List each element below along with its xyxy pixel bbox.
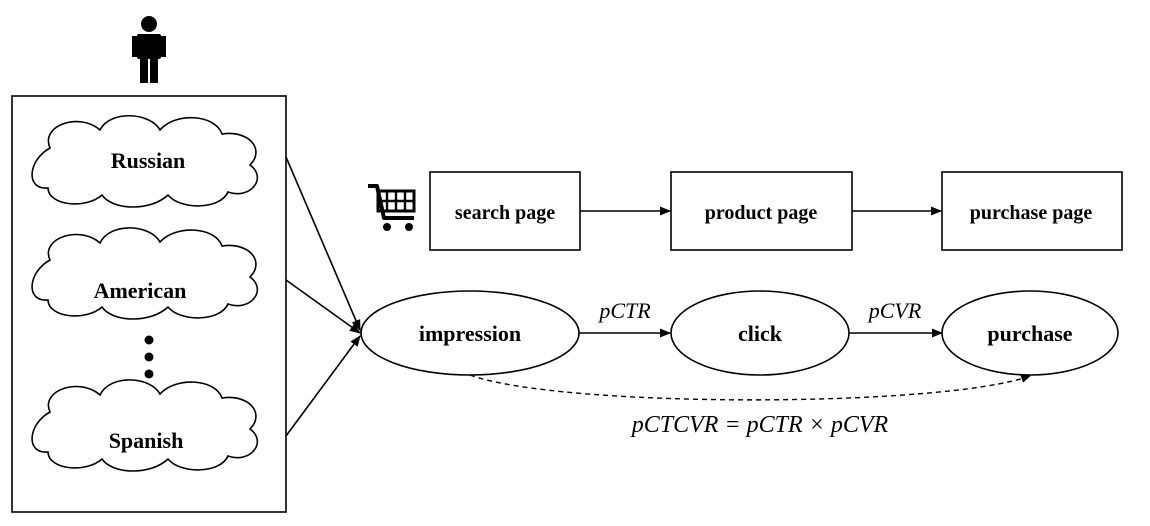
label-pctr: pCTR xyxy=(597,298,651,323)
product-page-label: product page xyxy=(705,202,818,224)
cloud-label-spanish: Spanish xyxy=(109,428,184,453)
cloud-label-russian: Russian xyxy=(111,148,186,173)
arrow-spanish-to-impression xyxy=(285,335,361,437)
click-node: click xyxy=(670,290,850,376)
impression-label: impression xyxy=(419,321,521,346)
label-pcvr: pCVR xyxy=(867,298,922,323)
person-icon xyxy=(132,16,166,83)
arrow-russian-to-impression xyxy=(285,156,361,332)
arrow-american-to-impression xyxy=(285,279,361,334)
cloud-russian: Russian xyxy=(31,114,258,208)
cloud-spanish: Spanish xyxy=(31,379,258,472)
shopping-cart-icon xyxy=(368,184,416,231)
search-page-label: search page xyxy=(455,202,555,224)
purchase-label: purchase xyxy=(987,321,1072,346)
click-label: click xyxy=(738,321,783,346)
purchase-page-label: purchase page xyxy=(970,202,1093,224)
cloud-american: American xyxy=(31,227,258,320)
purchase-page-box: purchase page xyxy=(941,171,1123,251)
search-page-box: search page xyxy=(429,171,581,251)
ellipsis xyxy=(144,335,154,379)
dashed-arrow-impression-to-purchase xyxy=(469,374,1031,401)
impression-node: impression xyxy=(360,290,580,376)
purchase-node: purchase xyxy=(941,290,1119,376)
product-page-box: product page xyxy=(670,171,853,251)
cloud-label-american: American xyxy=(94,278,187,303)
label-pctcvr: pCTCVR = pCTR × pCVR xyxy=(630,412,889,438)
